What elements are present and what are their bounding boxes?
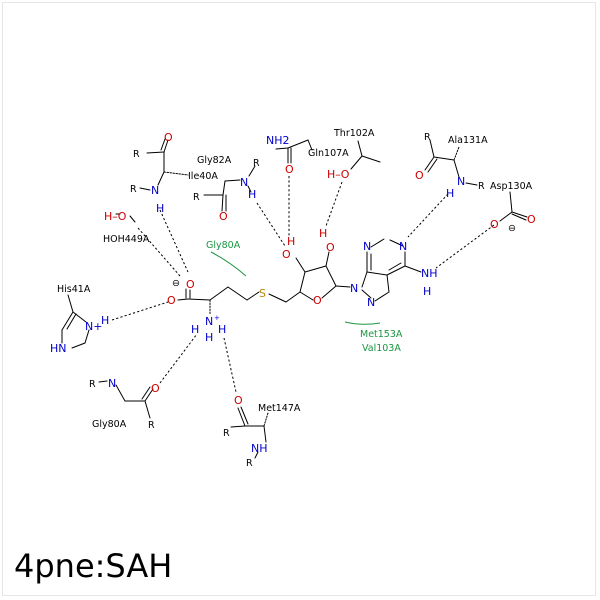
purine-nitrogen: N — [399, 240, 407, 253]
hydrogen-atom: H — [205, 331, 213, 344]
r-group: R — [424, 132, 431, 143]
hbond-gly82a — [256, 202, 286, 247]
amine-nitrogen: N — [205, 315, 213, 328]
hoh449a-water: H–O — [104, 210, 127, 223]
hbond-ile40a — [159, 209, 189, 273]
oxygen-atom: O — [219, 210, 228, 223]
r-group: R — [89, 379, 96, 390]
oxygen-atom: O — [490, 218, 499, 231]
purine-nitrogen: N — [367, 296, 375, 309]
oxygen-atom: O — [164, 131, 173, 144]
sulfur-atom: S — [259, 287, 266, 300]
thr102a-hydroxyl: H–O — [327, 168, 350, 181]
plus-charge: + — [214, 314, 220, 322]
his41a-hn: HN — [50, 342, 67, 355]
hbond-met147a — [223, 337, 237, 393]
hbond-gly80a-bottom — [159, 333, 198, 384]
minus-charge: ⊖ — [172, 278, 180, 289]
r-group: R — [133, 149, 140, 160]
residue-label-thr102a: Thr102A — [333, 128, 375, 139]
residue-label-hoh449a: HOH449A — [103, 234, 150, 245]
hydrogen-atom: H — [319, 227, 327, 240]
hbond-hoh449a — [137, 227, 181, 277]
oxygen-atom: O — [326, 241, 335, 254]
residue-bonds — [61, 138, 528, 459]
oxygen-atom: O — [282, 248, 291, 261]
r-group: R — [148, 420, 155, 431]
ring-oxygen-atom: O — [313, 294, 322, 307]
hydrogen-atom: H — [446, 187, 454, 200]
hydrophobic-arc-gly80a — [210, 251, 247, 277]
residue-label-gly80a-top: Gly80A — [206, 240, 241, 251]
oxygen-atom: O — [167, 294, 176, 307]
nitrogen-atom: N — [457, 175, 465, 188]
hbond-ala131a — [407, 193, 449, 238]
hydrogen-atom: H — [156, 202, 164, 215]
oxygen-atom: O — [285, 163, 294, 176]
residue-label-val103a: Val103A — [362, 343, 401, 354]
oxygen-atom: O — [186, 278, 195, 291]
hydrogen-atom: H — [287, 235, 295, 248]
diagram-title: 4pne:SAH — [14, 547, 173, 585]
oxygen-atom: O — [234, 394, 243, 407]
residue-label-gln107a: Gln107A — [308, 148, 349, 159]
met147a-nh: NH — [251, 442, 268, 455]
residue-label-ala131a: Ala131A — [448, 135, 488, 146]
hydrogen-atom: H — [423, 285, 431, 298]
purine-nitrogen: N — [363, 240, 371, 253]
hydrogen-atom: H — [218, 323, 226, 336]
hbond-thr102a — [325, 181, 343, 227]
hydrogen-atom: H — [191, 323, 199, 336]
purine-nitrogen: N — [350, 282, 358, 295]
r-group: R — [223, 428, 230, 439]
r-group: R — [130, 184, 137, 195]
nitrogen-atom: N — [108, 377, 116, 390]
nitrogen-atom: N — [240, 176, 248, 189]
oxygen-atom: O — [415, 169, 424, 182]
minus-charge: ⊖ — [508, 223, 516, 234]
ligand-bonds — [177, 238, 422, 315]
adenine-nh: NH — [421, 267, 438, 280]
gln107a-amide: NH2 — [266, 134, 290, 147]
atom-labels: R R R R R R R R R R O O O O O O O O O O … — [50, 131, 536, 469]
residue-label-gly82a: Gly82A — [197, 155, 232, 166]
his41a-nh-plus: N+ — [85, 320, 102, 333]
oxygen-atom: O — [527, 213, 536, 226]
residue-label-asp130a: Asp130A — [490, 181, 533, 192]
hydrophobic-arc-met153a — [344, 321, 381, 325]
hbond-his41a — [111, 301, 169, 321]
r-group: R — [246, 458, 253, 469]
residue-labels: Ile40A Gly82A Gln107A Thr102A Ala131A As… — [57, 128, 533, 430]
residue-label-met147a: Met147A — [258, 403, 301, 414]
residue-label-gly80a-bottom: Gly80A — [92, 419, 127, 430]
hydrogen-atom: H — [101, 314, 109, 327]
residue-label-ile40a: Ile40A — [188, 171, 218, 182]
hydrogen-bonds — [111, 176, 495, 393]
oxygen-atom: O — [151, 382, 160, 395]
residue-label-met153a: Met153A — [360, 329, 403, 340]
hbond-asp130a — [435, 224, 495, 269]
nitrogen-atom: N — [151, 184, 159, 197]
r-group: R — [193, 192, 200, 203]
residue-label-his41a: His41A — [57, 284, 91, 295]
r-group: R — [478, 181, 485, 192]
r-group: R — [253, 158, 260, 169]
hydrogen-atom: H — [248, 188, 256, 201]
